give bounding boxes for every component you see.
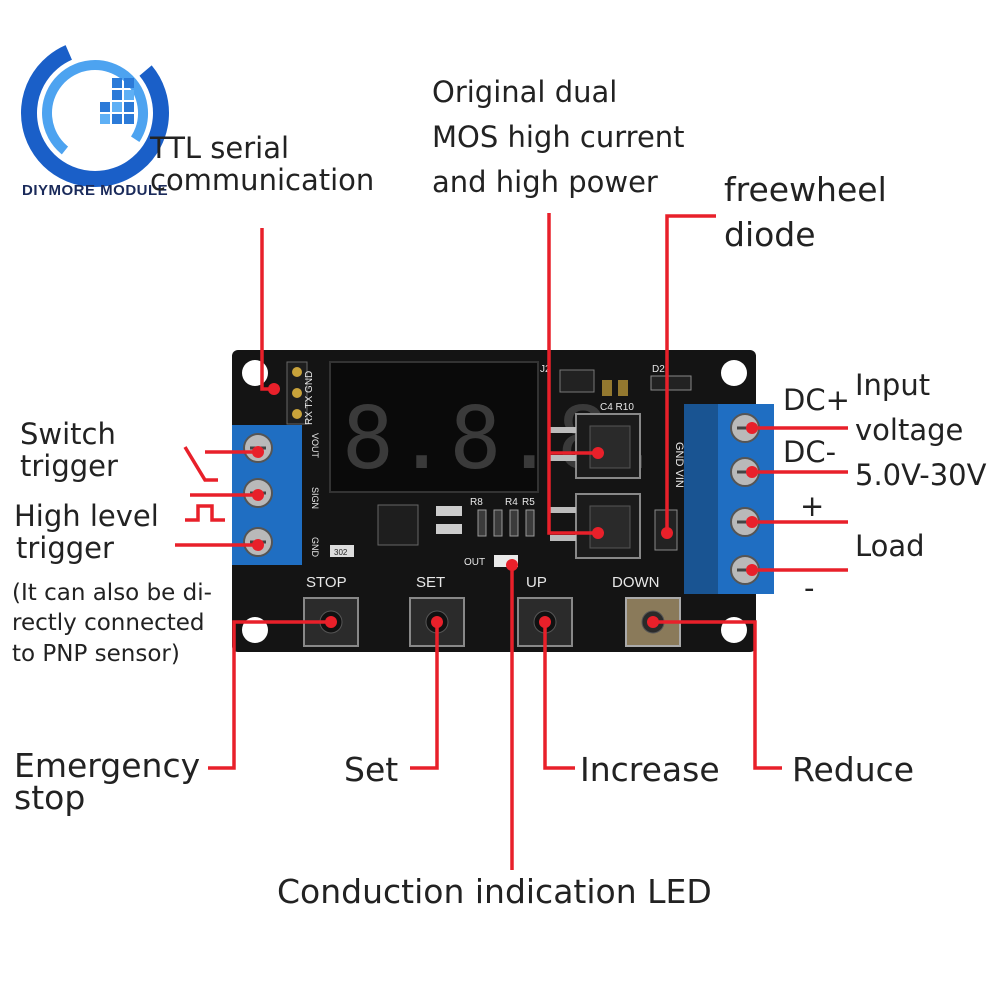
svg-text:STOP: STOP <box>306 574 347 591</box>
svg-text:SIGN: SIGN <box>310 487 320 509</box>
svg-text:R4: R4 <box>505 497 518 508</box>
load-label: Load <box>855 529 925 563</box>
dc-plus-label: DC+ <box>783 383 850 417</box>
svg-text:SET: SET <box>416 574 445 591</box>
svg-text:J2: J2 <box>540 364 551 375</box>
load-plus-label: + <box>800 489 825 523</box>
mount-hole <box>721 360 747 386</box>
svg-text:DOWN: DOWN <box>612 574 660 591</box>
svg-text:R5: R5 <box>522 497 535 508</box>
increase-label: Increase <box>580 750 720 789</box>
svg-text:VOUT: VOUT <box>310 433 320 459</box>
load-minus-label: - <box>804 571 815 605</box>
svg-text:UP: UP <box>526 574 547 591</box>
svg-text:GND: GND <box>310 537 320 558</box>
svg-text:GND VIN: GND VIN <box>673 442 685 488</box>
ttl-label: TTL serial communication <box>150 131 375 198</box>
freewheel-diode-label: freewheel diode <box>724 170 887 254</box>
pnp-note-label: (It can also be di- rectly connected to … <box>12 580 212 667</box>
reduce-label: Reduce <box>792 750 915 789</box>
input-voltage-label: Input voltage 5.0V-30V <box>855 368 987 492</box>
conduction-led-label: Conduction indication LED <box>277 872 712 911</box>
svg-text:C4 R10: C4 R10 <box>600 402 634 413</box>
brand-logo-text: DIYMORE MODULE <box>22 182 169 199</box>
brand-logo <box>20 38 170 193</box>
emergency-stop-label: Emergency stop <box>14 746 201 818</box>
svg-text:D2: D2 <box>652 364 665 375</box>
svg-text:302: 302 <box>334 548 348 557</box>
seven-segment-display <box>329 361 539 493</box>
microcontroller-chip <box>377 504 419 546</box>
switch-trigger-label: Switch trigger <box>20 417 118 484</box>
d2-diode <box>650 375 692 391</box>
high-level-trigger-label: High level trigger <box>14 499 159 566</box>
dc-minus-label: DC- <box>783 435 837 469</box>
set-label: Set <box>344 750 399 789</box>
svg-text:OUT: OUT <box>464 557 485 568</box>
header-pin-labels: RX TX GND <box>304 371 315 425</box>
mos-label: Original dual MOS high current and high … <box>432 75 685 199</box>
svg-text:R8: R8 <box>470 497 483 508</box>
